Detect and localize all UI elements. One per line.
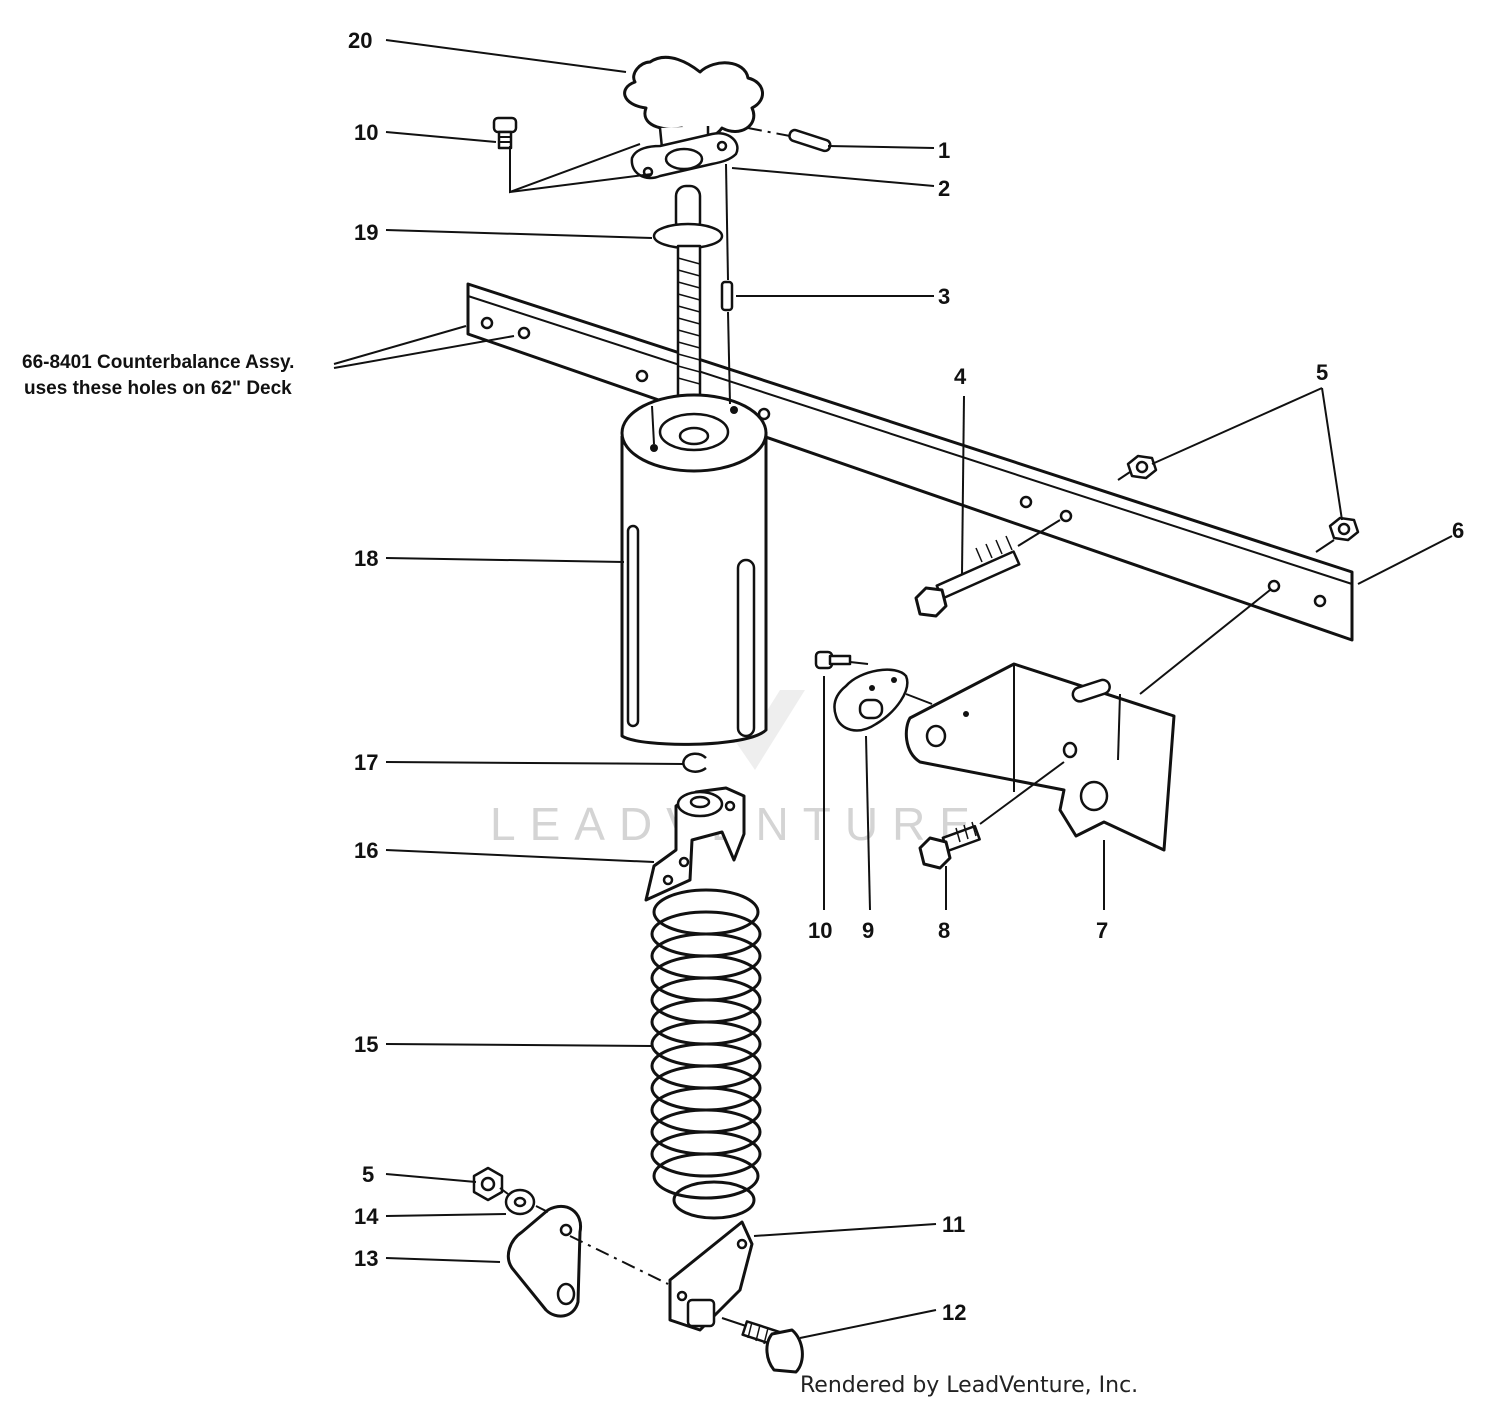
screw-part-10-top bbox=[492, 116, 518, 150]
callout-13: 13 bbox=[354, 1246, 378, 1271]
callout-8: 8 bbox=[938, 918, 950, 943]
callout-15: 15 bbox=[354, 1032, 378, 1057]
callout-2: 2 bbox=[938, 176, 950, 201]
callout-14: 14 bbox=[354, 1204, 379, 1229]
callout-10-top: 10 bbox=[354, 120, 378, 145]
cross-bar-part-6 bbox=[466, 282, 1354, 642]
bolt-part-8 bbox=[918, 821, 981, 870]
callouts: 20 10 1 2 19 3 4 5 6 18 17 16 10 9 8 7 1… bbox=[348, 28, 1464, 1325]
render-credit: Rendered by LeadVenture, Inc. bbox=[800, 1373, 1138, 1398]
bar-holes bbox=[480, 316, 1327, 608]
callout-12: 12 bbox=[942, 1300, 966, 1325]
assembly-lines bbox=[499, 127, 1335, 1327]
lower-bracket-part-11 bbox=[668, 1220, 754, 1332]
callout-16: 16 bbox=[354, 838, 378, 863]
mount-bracket-part-7 bbox=[904, 662, 1176, 852]
callout-3: 3 bbox=[938, 284, 950, 309]
callout-11: 11 bbox=[942, 1212, 965, 1237]
nut-part-5-upper-b bbox=[1328, 516, 1360, 542]
note-line-1: 66-8401 Counterbalance Assy. bbox=[22, 352, 294, 373]
callout-18: 18 bbox=[354, 546, 378, 571]
callout-1: 1 bbox=[938, 138, 950, 163]
callout-10-lower: 10 bbox=[808, 918, 832, 943]
washer-part-14 bbox=[504, 1188, 536, 1216]
snap-ring-part-17 bbox=[682, 752, 707, 773]
side-plate-part-13 bbox=[506, 1204, 583, 1318]
callout-5-lower: 5 bbox=[362, 1162, 374, 1187]
slotted-tube-part-18 bbox=[620, 393, 768, 746]
callout-4: 4 bbox=[954, 364, 967, 389]
callout-19: 19 bbox=[354, 220, 378, 245]
callout-9: 9 bbox=[862, 918, 874, 943]
plate-part-2 bbox=[630, 131, 739, 180]
screw-part-10-lower bbox=[814, 650, 852, 670]
pin-part-1 bbox=[788, 128, 832, 153]
callout-5-upper: 5 bbox=[1316, 360, 1328, 385]
callout-20: 20 bbox=[348, 28, 372, 53]
nut-part-5-lower bbox=[472, 1166, 504, 1202]
spring-bracket-part-16 bbox=[644, 786, 746, 902]
long-bolt-part-4 bbox=[914, 535, 1021, 618]
note-line-2: uses these holes on 62" Deck bbox=[24, 378, 292, 399]
roll-pin-part-3 bbox=[720, 280, 734, 312]
bolt-part-12 bbox=[741, 1320, 804, 1374]
nut-part-5-upper-a bbox=[1126, 454, 1158, 480]
leader-lines bbox=[333, 39, 1453, 1339]
stud-plate-part-9 bbox=[833, 668, 909, 732]
callout-6: 6 bbox=[1452, 518, 1464, 543]
callout-7: 7 bbox=[1096, 918, 1108, 943]
threaded-shaft-part-19 bbox=[652, 184, 724, 398]
callout-17: 17 bbox=[354, 750, 378, 775]
counterbalance-note: 66-8401 Counterbalance Assy. uses these … bbox=[22, 352, 294, 399]
coil-spring-part-15 bbox=[650, 888, 762, 1220]
